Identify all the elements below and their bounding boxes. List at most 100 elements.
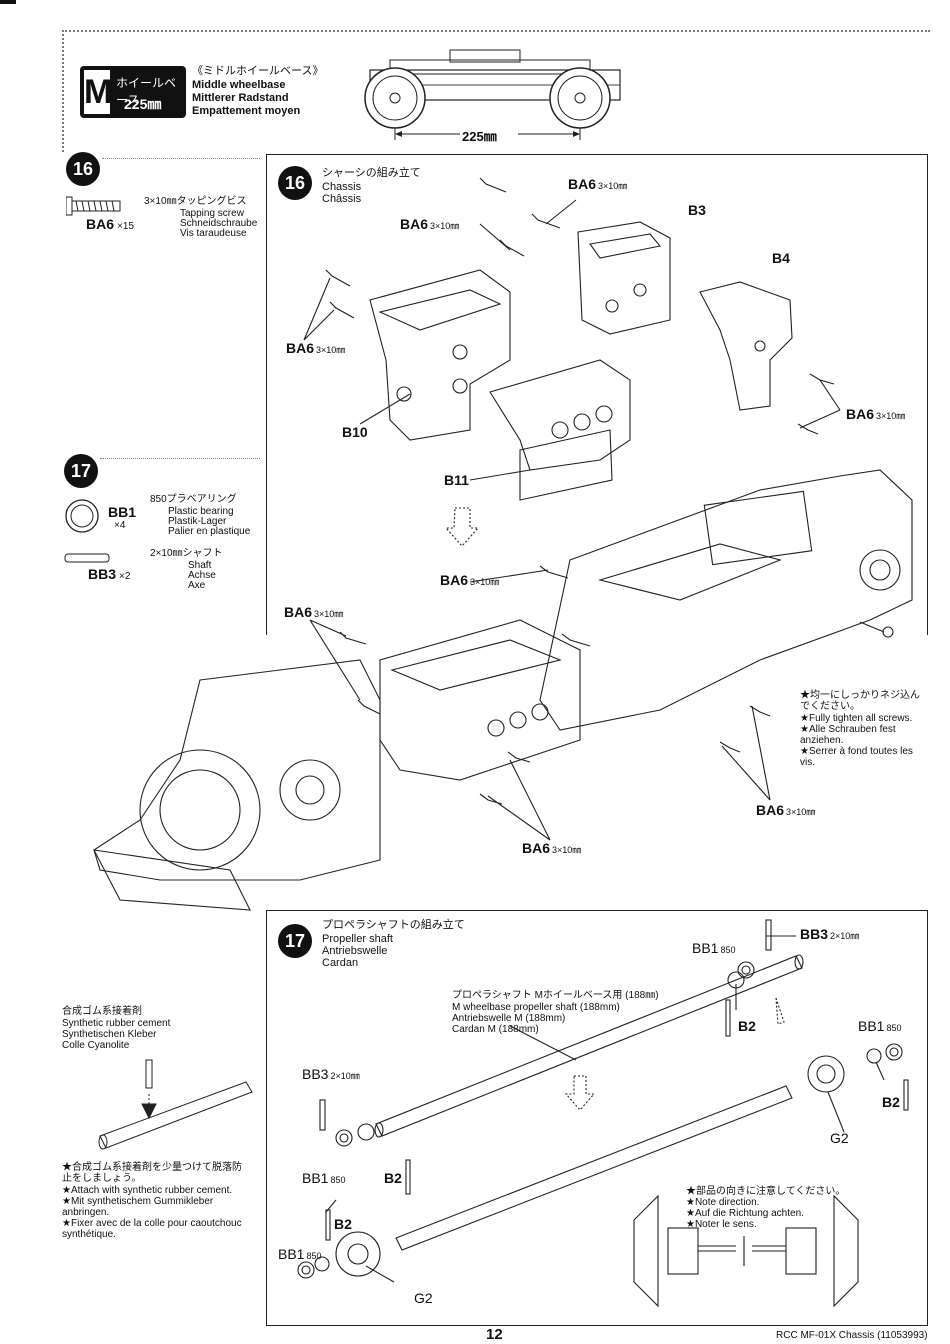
label-ba6-right-code: BA6	[846, 406, 875, 422]
label-bb3-top-size: 2×10㎜	[830, 931, 860, 941]
step-16-badge: 16	[278, 166, 312, 200]
panel16-title-fr: Châssis	[322, 193, 362, 205]
header-chassis-drawing	[364, 49, 621, 140]
label-b2-right: B2	[882, 1094, 900, 1110]
left-bb3-code: BB3×2	[88, 566, 130, 582]
left-bb1-qty: ×4	[114, 520, 126, 531]
header-title-de: Mittlerer Radstand	[192, 92, 289, 104]
label-ba6-front-size: 3×10㎜	[314, 609, 344, 619]
shaft-icon	[64, 553, 110, 563]
badge-letter: M	[84, 70, 112, 114]
panel17-note-2: ★Note direction.	[686, 1197, 760, 1208]
shaft-name-fr: Cardan M (188mm)	[452, 1024, 539, 1035]
left-bb1-name-en: Plastic bearing	[168, 506, 234, 517]
header-title-en: Middle wheelbase	[192, 79, 286, 91]
panel17-title-de: Antriebswelle	[322, 945, 388, 957]
propeller-shaft-drawing	[297, 919, 909, 1308]
cement-note-5: anbringen.	[62, 1207, 110, 1218]
left-ba6-size: 3×10㎜タッピングビス	[144, 196, 247, 207]
label-bb1-bottom-code: BB1	[278, 1246, 305, 1262]
panel17-note-4: ★Noter le sens.	[686, 1219, 757, 1230]
label-ba6-lower-right-size: 3×10㎜	[786, 807, 816, 817]
label-b2-left: B2	[384, 1170, 402, 1186]
page-number: 12	[486, 1326, 503, 1343]
cement-note-4: ★Mit synthetischem Gummikleber	[62, 1196, 214, 1207]
header-dimension: 225㎜	[462, 129, 497, 144]
cement-note-3: ★Attach with synthetic rubber cement.	[62, 1185, 233, 1196]
cement-title-de: Synthetischen Kleber	[62, 1029, 157, 1040]
label-ba6-mid-code: BA6	[440, 572, 469, 588]
plastic-bearing-icon	[65, 499, 99, 533]
left-bb3-name-en: Shaft	[188, 560, 212, 571]
label-g2-right: G2	[830, 1130, 849, 1146]
left-bb3-code-text: BB3	[88, 566, 117, 582]
panel16-note-7: vis.	[800, 757, 815, 768]
label-ba6-top-code: BA6	[568, 176, 597, 192]
manual-id: RCC MF-01X Chassis (11053993)	[776, 1330, 928, 1341]
left-bb3-size: 2×10㎜シャフト	[150, 548, 223, 559]
panel-step-16	[266, 154, 928, 635]
left-bb3-name-de: Achse	[188, 570, 216, 581]
label-ba6-bottom-size: 3×10㎜	[552, 845, 582, 855]
left-bb3-name-fr: Axe	[188, 580, 206, 591]
label-bb3-left-code: BB3	[302, 1066, 329, 1082]
label-b2-top: B2	[738, 1018, 756, 1034]
cement-note-2: 止をしましょう。	[62, 1173, 142, 1184]
left-ba6-code-text: BA6	[86, 216, 115, 232]
label-bb1-left-size: 850	[330, 1175, 346, 1185]
label-ba6-right-size: 3×10㎜	[876, 411, 906, 421]
left-bb3-qty: ×2	[119, 571, 131, 582]
badge-mm: 225㎜	[124, 96, 162, 112]
label-bb1-right-code: BB1	[858, 1018, 885, 1034]
panel-step-17	[266, 910, 928, 1326]
label-b10: B10	[342, 424, 368, 440]
label-bb3-top-code: BB3	[800, 926, 829, 942]
corner-mark	[0, 0, 16, 4]
header-title-jp: 《ミドルホイールベース》	[192, 65, 324, 77]
left-ba6-name-fr: Vis taraudeuse	[180, 228, 247, 239]
shaft-name-en: M wheelbase propeller shaft (188mm)	[452, 1002, 620, 1013]
panel16-note-1: ★均一にしっかりネジ込ん	[800, 690, 920, 701]
chassis-assembly-drawing	[93, 177, 913, 911]
shaft-name-jp: プロペラシャフト Mホイールベース用 (188㎜)	[452, 990, 659, 1001]
label-ba6-lower-right-code: BA6	[756, 802, 785, 818]
label-bb1-bottom-size: 850	[306, 1251, 322, 1261]
label-b4: B4	[772, 250, 790, 266]
step-17-badge-small: 17	[64, 454, 98, 488]
label-ba6-upper-left-size: 3×10㎜	[430, 221, 460, 231]
cement-note-1: ★合成ゴム系接着剤を少量つけて脱落防	[62, 1162, 242, 1173]
label-b11: B11	[444, 472, 469, 488]
label-b2-bottom: B2	[334, 1216, 352, 1232]
panel17-note-3: ★Auf die Richtung achten.	[686, 1208, 804, 1219]
left-ba6-qty: ×15	[117, 221, 134, 232]
label-bb1-left-code: BB1	[302, 1170, 329, 1186]
label-ba6-front-code: BA6	[284, 604, 313, 620]
wheelbase-badge: M ホイールベース 225㎜	[80, 66, 186, 118]
panel17-note-1: ★部品の向きに注意してください。	[686, 1186, 846, 1197]
shaft-name-de: Antriebswelle M (188mm)	[452, 1013, 566, 1024]
cement-shaft-drawing	[98, 1059, 253, 1150]
label-ba6-upper-left-code: BA6	[400, 216, 429, 232]
panel16-note-5: anziehen.	[800, 735, 844, 746]
label-ba6-left-size: 3×10㎜	[316, 345, 346, 355]
left-bb1-name-fr: Palier en plastique	[168, 526, 251, 537]
left-ba6-name-de: Schneidschraube	[180, 218, 258, 229]
label-bb3-left-size: 2×10㎜	[330, 1071, 360, 1081]
panel16-note-2: でください。	[800, 701, 860, 712]
label-ba6-bottom-code: BA6	[522, 840, 551, 856]
header-frame	[62, 30, 930, 152]
badge-jp: ホイールベース	[116, 76, 177, 107]
label-bb1-right-size: 850	[886, 1023, 902, 1033]
label-bb1-top-size: 850	[720, 945, 736, 955]
